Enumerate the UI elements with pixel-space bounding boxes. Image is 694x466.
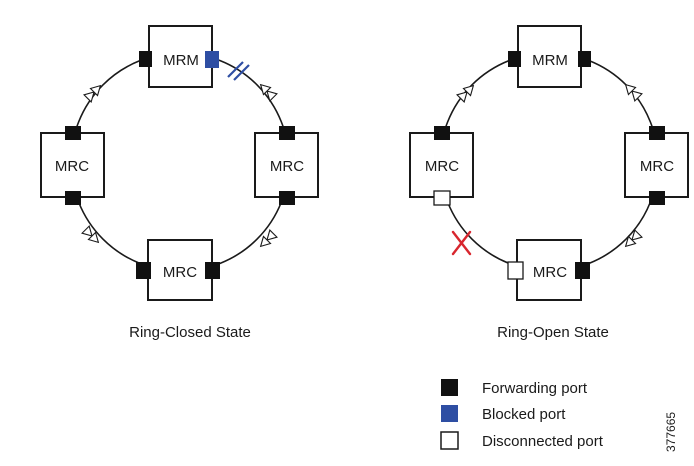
legend-item-blocked: Blocked port [441, 405, 566, 423]
blocked-port-swatch [441, 405, 458, 422]
figure-id: 377665 [664, 412, 678, 452]
mrm-node: MRM [508, 25, 591, 88]
legend-label: Blocked port [482, 406, 566, 423]
node-label: MRC [55, 158, 89, 175]
port-forwarding [649, 191, 665, 205]
disconnected-port-swatch [440, 431, 459, 450]
node-label: MRC [163, 264, 197, 281]
node-label: MRC [640, 158, 674, 175]
port-forwarding [279, 191, 295, 205]
port-forwarding [139, 51, 152, 67]
diagram-caption: Ring-Open State [497, 324, 609, 341]
ring-flow-arrow [81, 225, 100, 244]
ring-flow-arrow [259, 229, 278, 248]
node-label: MRC [533, 264, 567, 281]
legend-label: Forwarding port [482, 380, 588, 397]
legend-label: Disconnected port [482, 433, 604, 450]
ring-flow-arrow [456, 84, 475, 103]
mrc-node: MRC [254, 126, 319, 205]
port-forwarding [575, 262, 590, 279]
port-forwarding [65, 191, 81, 205]
ring-open-diagram: MRM MRC MRC MRC Ring-Open State [409, 25, 689, 341]
mrc-node: MRC [624, 126, 689, 205]
node-label: MRC [425, 158, 459, 175]
port-forwarding [508, 51, 521, 67]
port-forwarding [279, 126, 295, 140]
ring-flow-arrow [83, 84, 102, 103]
legend-item-disconnected: Disconnected port [440, 431, 604, 450]
node-label: MRC [270, 158, 304, 175]
mrc-node: MRC [507, 239, 590, 301]
mrc-node: MRC [40, 126, 105, 205]
node-label: MRM [532, 52, 568, 69]
port-forwarding [434, 126, 450, 140]
ring-break-x-marker [451, 230, 472, 256]
ring-closed-diagram: MRM MRC MRC MRC Ring-Closed State [40, 25, 319, 341]
legend-item-forwarding: Forwarding port [441, 379, 588, 397]
ring-flow-arrow [624, 83, 643, 102]
ring-flow-arrow [624, 229, 643, 248]
legend: Forwarding port Blocked port Disconnecte… [440, 379, 604, 450]
port-forwarding [649, 126, 665, 140]
port-forwarding [65, 126, 81, 140]
mrc-node: MRC [136, 239, 220, 301]
diagram-caption: Ring-Closed State [129, 324, 251, 341]
mrc-node: MRC [409, 126, 474, 206]
port-forwarding [578, 51, 591, 67]
port-forwarding [205, 262, 220, 279]
port-disconnected [507, 261, 524, 280]
port-forwarding [136, 262, 151, 279]
node-label: MRM [163, 52, 199, 69]
logical-break-marker [227, 61, 250, 81]
forwarding-port-swatch [441, 379, 458, 396]
port-disconnected [433, 190, 451, 206]
mrm-node: MRM [139, 25, 219, 88]
ring-flow-arrow [259, 83, 278, 102]
port-blocked [205, 51, 219, 68]
